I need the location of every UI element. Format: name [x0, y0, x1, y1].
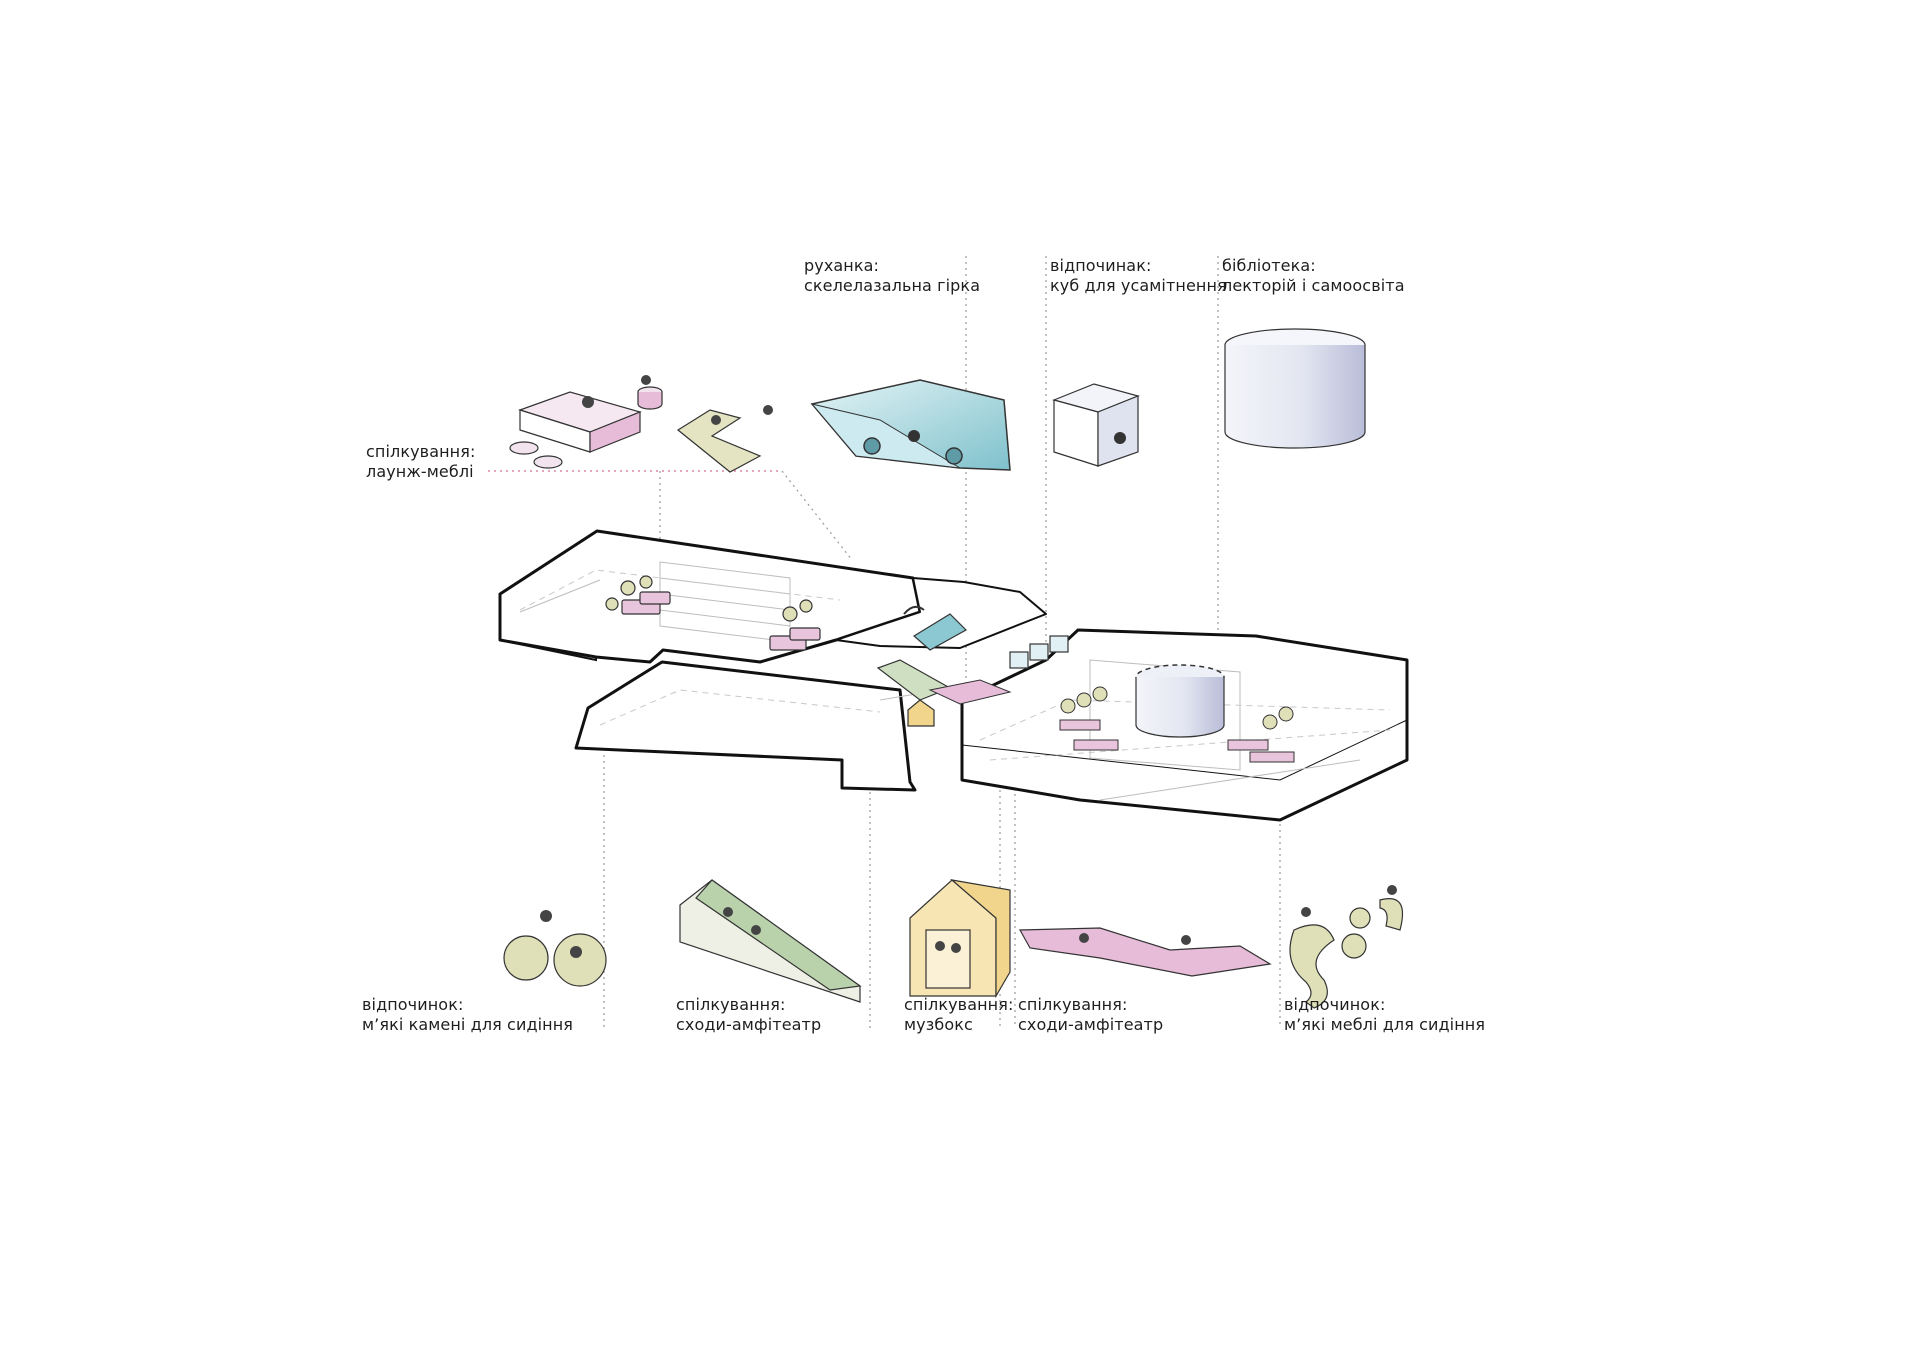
plan-seating-left — [1059, 686, 1119, 751]
retreat-cube — [1052, 383, 1140, 467]
green-snake-seat — [676, 405, 773, 473]
label-stones: відпочинок: м’які камені для сидіння — [362, 995, 573, 1035]
label-climb-line2: скелелазальна гірка — [804, 276, 981, 295]
leader-lounge-diag — [781, 470, 853, 561]
label-cube-line2: куб для усамітнення — [1050, 276, 1227, 295]
plan-musicbox — [907, 699, 935, 727]
lower-slab — [574, 660, 917, 792]
label-stones-line1: відпочинок: — [362, 995, 464, 1014]
label-cube-line1: відпочинак: — [1050, 256, 1152, 275]
label-amph2: спілкування: сходи-амфітеатр — [1018, 995, 1163, 1035]
label-lounge-line1: спілкування: — [366, 442, 476, 461]
plan-slide — [903, 605, 925, 615]
label-softfurn: відпочинок: м’які меблі для сидіння — [1284, 995, 1485, 1035]
label-library-line2: лекторій і самоосвіта — [1222, 276, 1405, 295]
lounge-furniture — [509, 375, 663, 469]
label-lounge: спілкування: лаунж-меблі — [366, 442, 475, 482]
label-amph1-line1: спілкування: — [676, 995, 786, 1014]
label-amph1: спілкування: сходи-амфітеатр — [676, 995, 821, 1035]
library-cylinder — [1224, 328, 1366, 449]
label-softfurn-line1: відпочинок: — [1284, 995, 1386, 1014]
plan-lounge-right — [769, 599, 821, 651]
amphitheatre-steps-1 — [679, 879, 862, 1003]
label-climb: руханка: скелелазальна гірка — [804, 256, 980, 296]
soft-furniture — [1289, 885, 1404, 1009]
label-amph2-line2: сходи-амфітеатр — [1018, 1015, 1164, 1034]
climbing-wall — [810, 379, 1011, 471]
right-front-face — [961, 719, 1408, 781]
label-library-line1: бібліотека: — [1222, 256, 1316, 275]
label-lounge-line2: лаунж-меблі — [366, 462, 474, 481]
plan-seating-right — [1227, 706, 1295, 763]
plan-elements — [605, 575, 1295, 763]
plan-cubes — [1009, 635, 1069, 669]
label-softfurn-line2: м’які меблі для сидіння — [1284, 1015, 1486, 1034]
plan-pink-strip — [928, 679, 1012, 705]
label-library: бібліотека: лекторій і самоосвіта — [1222, 256, 1405, 296]
building-massing — [498, 529, 1409, 822]
label-cube: відпочинак: куб для усамітнення — [1050, 256, 1227, 296]
dashed-floor-lines — [519, 569, 1391, 761]
soft-stones — [503, 910, 607, 987]
label-musicbox: спілкування: музбокс — [904, 995, 1013, 1035]
label-amph1-line2: сходи-амфітеатр — [676, 1015, 822, 1034]
label-musicbox-line1: спілкування: — [904, 995, 1014, 1014]
front-face-left — [499, 639, 597, 662]
plan-lounge-left — [605, 575, 671, 615]
center-notch — [835, 577, 1047, 649]
label-amph2-line1: спілкування: — [1018, 995, 1128, 1014]
label-climb-line1: руханка: — [804, 256, 880, 275]
label-stones-line2: м’які камені для сидіння — [362, 1015, 574, 1034]
label-musicbox-line2: музбокс — [904, 1015, 973, 1034]
music-box — [909, 879, 1011, 999]
plan-cylinder — [1135, 664, 1225, 738]
plan-climbing-wall — [912, 613, 967, 651]
amphitheatre-steps-2 — [1018, 927, 1272, 977]
